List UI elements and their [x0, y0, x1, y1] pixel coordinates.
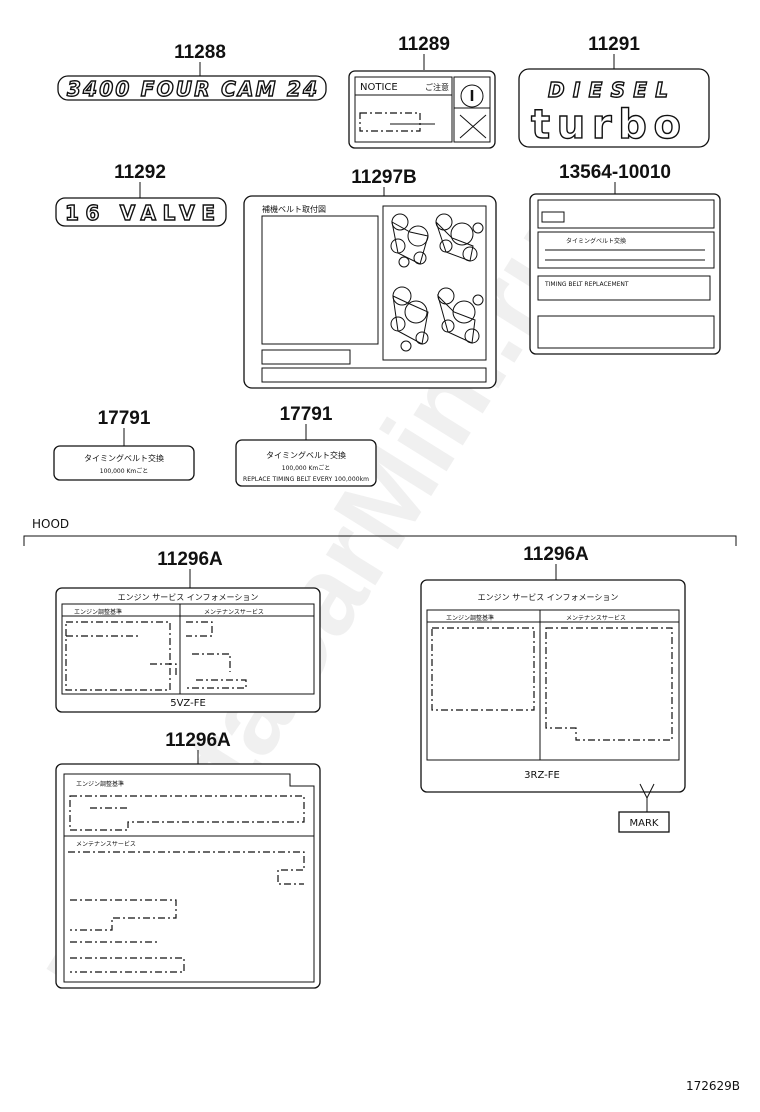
service-info-title-1: エンジン サービス インフォメーション [118, 593, 259, 602]
maintenance-label-3: メンテナンスサービス [76, 840, 136, 848]
engine-code-5vz: 5VZ-FE [170, 698, 206, 709]
belt-diagram-title: 補機ベルト取付図 [262, 204, 326, 214]
part-11292[interactable]: 11292 16 VALVE [55, 162, 227, 227]
info-icon [460, 84, 484, 108]
engine-code-3rz: 3RZ-FE [524, 770, 560, 781]
diagram-id: 172629B [686, 1079, 740, 1093]
part-number-13564-10010: 13564-10010 [559, 162, 671, 183]
part-number-11296a-1: 11296A [157, 549, 223, 570]
part-17791-a[interactable]: 17791 タイミングベルト交換 100,000 Kmごと [53, 408, 195, 481]
part-11296a-large[interactable]: 11296A エンジン調整基準 メンテナンスサービス [55, 730, 321, 989]
part-17791-b[interactable]: 17791 タイミングベルト交換 100,000 Kmごと REPLACE TI… [235, 404, 377, 487]
part-11288[interactable]: 11288 3400 FOUR CAM 24 [57, 42, 327, 102]
part-11296a-5vz[interactable]: 11296A エンジン サービス インフォメーション エンジン調整基準 メンテナ… [55, 549, 321, 713]
timing-belt-interval: 100,000 Kmごと [100, 467, 149, 475]
part-number-17791-a: 17791 [98, 408, 151, 429]
part-number-11289: 11289 [398, 34, 450, 55]
part-13564-10010[interactable]: 13564-10010 タイミングベルト交換 TIMING BELT REPLA… [529, 162, 721, 355]
notice-label: NOTICE [360, 82, 398, 93]
part-11297b[interactable]: 11297B 補機ベルト取付図 [243, 167, 497, 389]
engine-spec-label-2: エンジン調整基準 [446, 614, 494, 622]
part-number-11291: 11291 [588, 34, 640, 55]
emblem-3400-four-cam-24: 3400 FOUR CAM 24 [67, 77, 317, 101]
service-info-title-2: エンジン サービス インフォメーション [478, 593, 619, 602]
timing-belt-label-jp-b: タイミングベルト交換 [266, 450, 346, 460]
part-number-17791-b: 17791 [280, 404, 333, 425]
part-number-11296a-3: 11296A [165, 730, 231, 751]
part-number-11288: 11288 [174, 42, 226, 63]
part-number-11296a-2: 11296A [523, 544, 589, 565]
timing-belt-en: TIMING BELT REPLACEMENT [544, 281, 629, 288]
emblem-16-valve: 16 VALVE [65, 201, 215, 225]
part-11291[interactable]: 11291 DIESEL turbo [518, 34, 710, 149]
emblem-turbo: turbo [531, 102, 681, 148]
engine-spec-label-3: エンジン調整基準 [76, 780, 124, 788]
part-11296a-3rz[interactable]: 11296A エンジン サービス インフォメーション エンジン調整基準 メンテナ… [420, 544, 686, 833]
maintenance-label-1: メンテナンスサービス [204, 608, 264, 616]
timing-belt-en-b: REPLACE TIMING BELT EVERY 100,000km [243, 476, 369, 483]
engine-spec-label-1: エンジン調整基準 [74, 608, 122, 616]
belt-routing-icon [390, 213, 484, 352]
part-number-11292: 11292 [114, 162, 166, 183]
hood-group: HOOD [23, 517, 737, 546]
timing-belt-interval-b: 100,000 Kmごと [282, 464, 331, 472]
part-11289[interactable]: 11289 NOTICE ご注意 [348, 34, 496, 149]
part-number-11297b: 11297B [351, 167, 417, 188]
timing-belt-label-jp: タイミングベルト交換 [84, 453, 164, 463]
notice-mark: ご注意 [425, 82, 449, 92]
timing-belt-jp: タイミングベルト交換 [566, 237, 626, 245]
mark-label: MARK [630, 818, 659, 829]
prohibited-icon [459, 114, 487, 139]
maintenance-label-2: メンテナンスサービス [566, 614, 626, 622]
hood-label: HOOD [32, 517, 69, 531]
